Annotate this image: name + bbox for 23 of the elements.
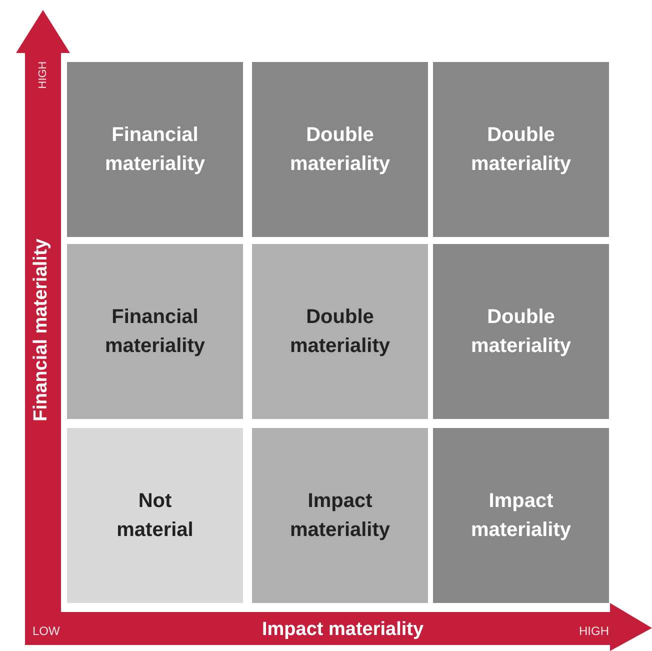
cell-label: Not material bbox=[116, 488, 194, 542]
matrix-cell bbox=[252, 244, 428, 419]
cell-label: Double materiality bbox=[288, 122, 392, 176]
axis-title: Financial materiality bbox=[30, 238, 52, 422]
cell-label: Impact materiality bbox=[288, 488, 392, 542]
axis-title: Impact materiality bbox=[262, 619, 424, 641]
cell-label: Financial materiality bbox=[104, 122, 206, 176]
cell-label: Double materiality bbox=[288, 304, 392, 358]
matrix-cell bbox=[67, 244, 243, 419]
matrix-cell bbox=[252, 428, 428, 603]
axis-end-label: HIGH bbox=[579, 624, 609, 638]
matrix-cell bbox=[433, 62, 609, 237]
matrix-cell bbox=[67, 428, 243, 603]
cell-label: Impact materiality bbox=[470, 488, 572, 542]
matrix-cell bbox=[433, 428, 609, 603]
matrix-cell bbox=[252, 62, 428, 237]
matrix-cell bbox=[433, 244, 609, 419]
axis-end-label: LOW bbox=[32, 624, 60, 638]
axis-end-label: HIGH bbox=[36, 61, 49, 89]
cell-label: Financial materiality bbox=[104, 304, 206, 358]
cell-label: Double materiality bbox=[470, 122, 572, 176]
matrix-cell bbox=[67, 62, 243, 237]
cell-label: Double materiality bbox=[470, 304, 572, 358]
